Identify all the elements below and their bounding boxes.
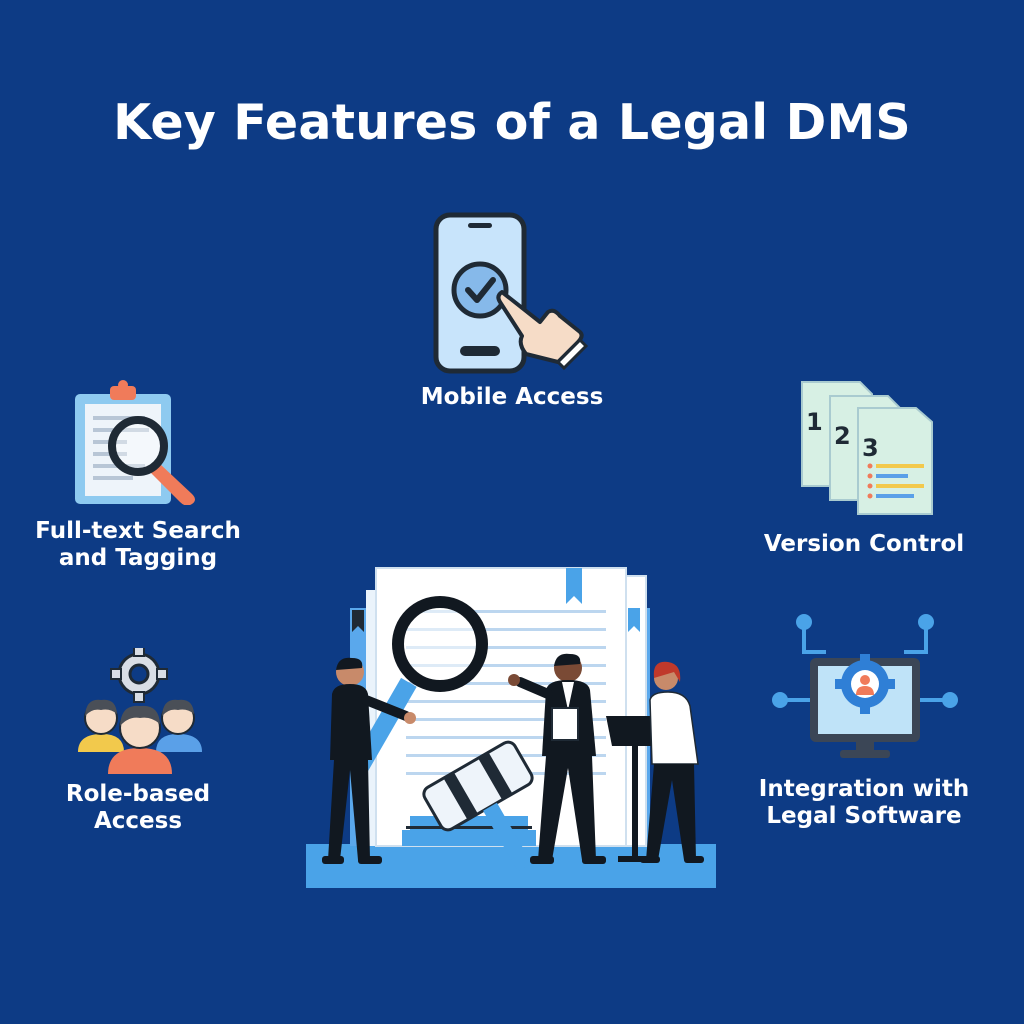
- feature-label-role-based-access: Role-based Access: [65, 781, 211, 834]
- page-title: Key Features of a Legal DMS: [113, 94, 911, 151]
- feature-label-version-control: Version Control: [763, 531, 965, 557]
- feature-label-full-text-search: Full-text Search and Tagging: [35, 518, 241, 571]
- legal-team-illustration: [306, 560, 718, 890]
- document-versions-icon: 1 2 3: [798, 378, 938, 518]
- monitor-integration-icon: [770, 612, 960, 762]
- feature-label-mobile-access: Mobile Access: [420, 384, 604, 410]
- phone-touch-icon: [430, 212, 590, 377]
- version-number-1: 1: [806, 408, 823, 436]
- team-gear-icon: [74, 648, 206, 776]
- version-number-2: 2: [834, 422, 851, 450]
- feature-label-integration: Integration with Legal Software: [758, 776, 970, 829]
- version-number-3: 3: [862, 434, 879, 462]
- clipboard-search-icon: [72, 380, 202, 505]
